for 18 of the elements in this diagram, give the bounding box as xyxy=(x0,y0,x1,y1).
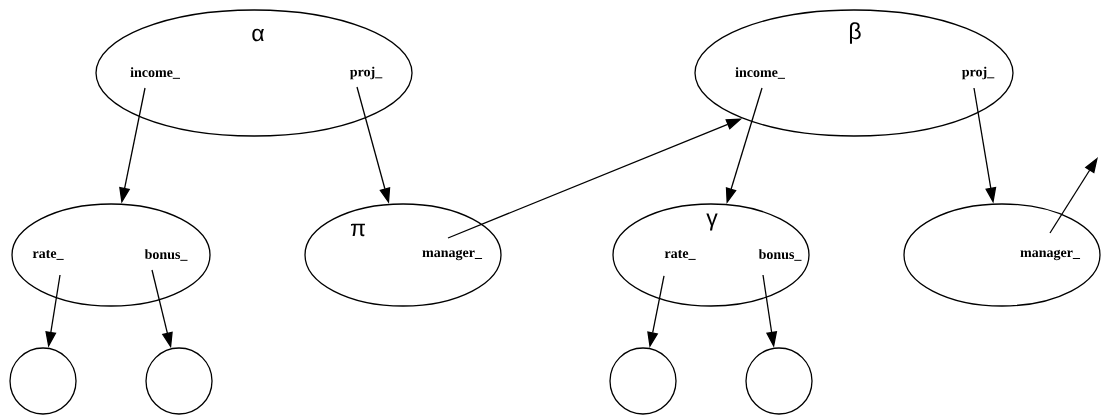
field-label: rate_ xyxy=(32,250,64,260)
node-label: α xyxy=(252,28,264,42)
empty-circle xyxy=(609,347,677,415)
field-label: rate_ xyxy=(664,250,696,260)
field-label: bonus_ xyxy=(758,249,802,261)
node-label: γ xyxy=(706,213,718,231)
node-label: β xyxy=(850,22,861,44)
field-label: manager_ xyxy=(1020,249,1081,261)
empty-circle xyxy=(745,347,813,415)
field-label: manager_ xyxy=(422,249,483,261)
field-label: income_ xyxy=(130,67,180,79)
empty-circle xyxy=(9,347,77,415)
field-label: proj_ xyxy=(350,66,383,80)
field-label: proj_ xyxy=(961,66,995,80)
node-label: π xyxy=(350,223,365,237)
field-label: income_ xyxy=(735,67,785,79)
empty-circle xyxy=(145,347,213,415)
field-label: bonus_ xyxy=(144,249,188,261)
